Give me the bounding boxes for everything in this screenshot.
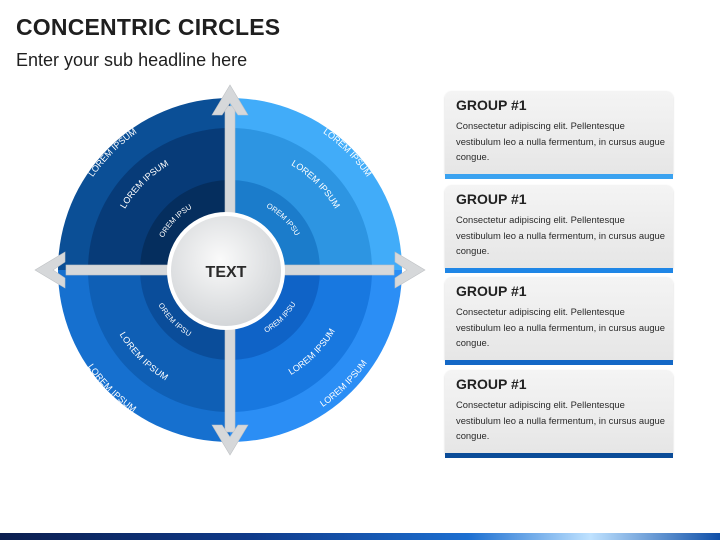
group-card-2: GROUP #1 Consectetur adipiscing elit. Pe… <box>445 185 673 273</box>
arrow-right-icon <box>394 251 426 289</box>
group-card-text: Consectetur adipiscing elit. Pellentesqu… <box>456 120 665 162</box>
arrow-down-icon <box>211 424 249 456</box>
group-card-accent-bar <box>445 174 673 179</box>
center-label: TEXT <box>206 264 247 281</box>
concentric-circles-diagram: LOREM IPSUM LOREM IPSUM LOREM IPSUM LORE… <box>34 84 426 456</box>
group-card-3: GROUP #1 Consectetur adipiscing elit. Pe… <box>445 277 673 365</box>
group-card-title: GROUP #1 <box>456 283 527 299</box>
page-subtitle: Enter your sub headline here <box>16 50 248 70</box>
group-card-accent-bar <box>445 453 673 458</box>
group-card-title: GROUP #1 <box>456 376 527 392</box>
footer-gradient-bar <box>0 533 720 540</box>
arrow-up-icon <box>211 84 249 116</box>
group-card-1: GROUP #1 Consectetur adipiscing elit. Pe… <box>445 91 673 179</box>
arrow-left-icon <box>34 251 66 289</box>
group-card-accent-bar <box>445 360 673 365</box>
group-card-accent-bar <box>445 268 673 273</box>
center-circle <box>167 212 285 330</box>
page-title: CONCENTRIC CIRCLES <box>16 14 281 40</box>
group-card-text: Consectetur adipiscing elit. Pellentesqu… <box>456 306 665 348</box>
group-card-title: GROUP #1 <box>456 191 527 207</box>
group-card-text: Consectetur adipiscing elit. Pellentesqu… <box>456 399 665 441</box>
group-card-title: GROUP #1 <box>456 97 527 113</box>
group-card-4: GROUP #1 Consectetur adipiscing elit. Pe… <box>445 370 673 458</box>
group-card-text: Consectetur adipiscing elit. Pellentesqu… <box>456 214 665 256</box>
